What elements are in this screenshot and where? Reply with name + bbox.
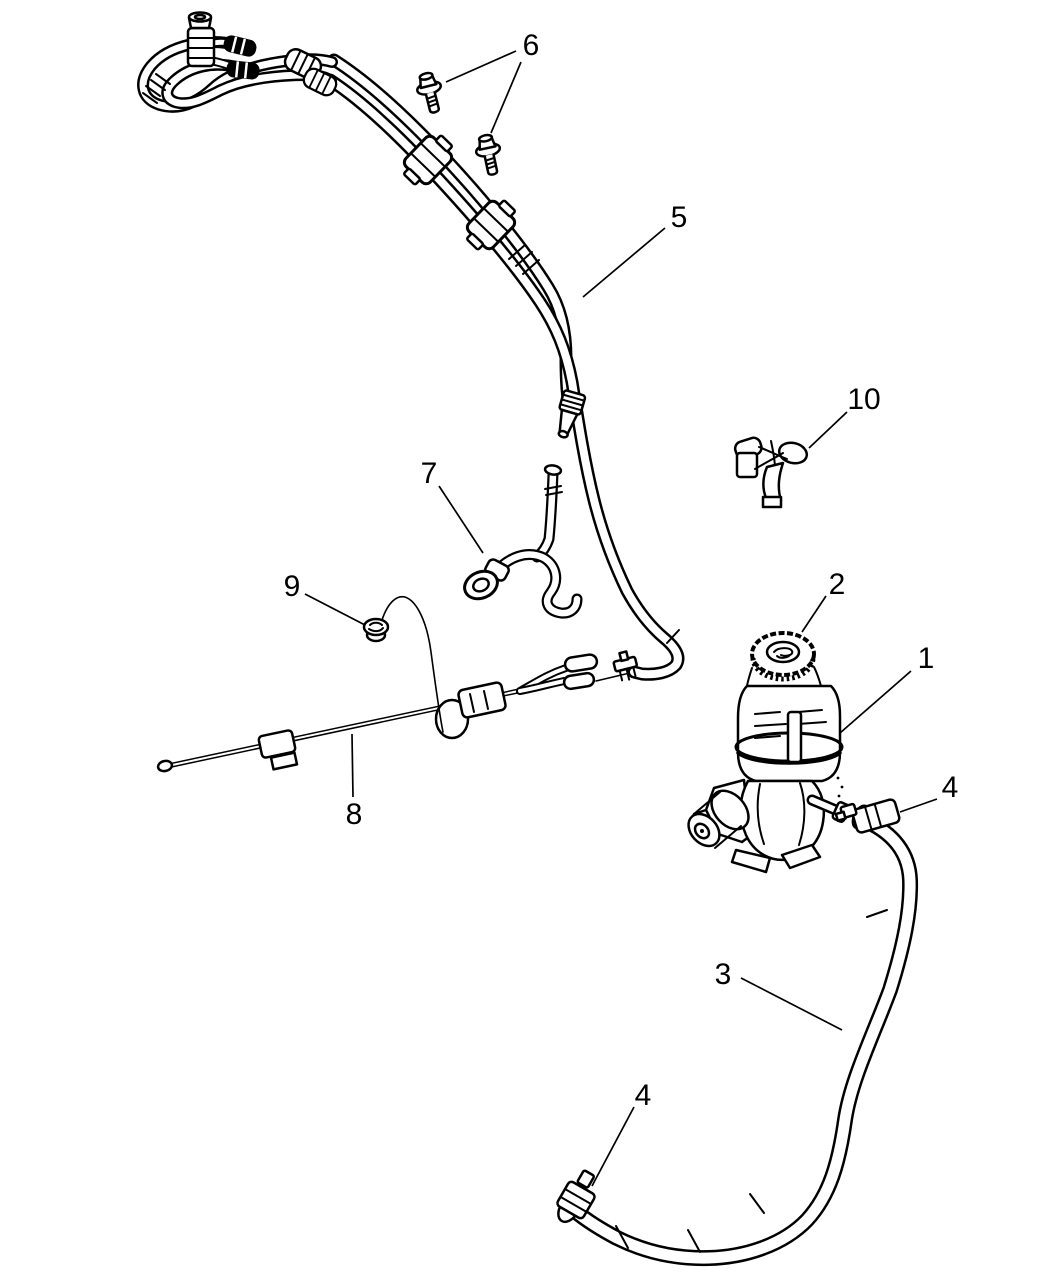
leader-line-6a (445, 50, 517, 83)
callout-labels: 1 2 3 4 4 5 6 7 8 9 10 (284, 29, 959, 1112)
reservoir-level-marks (754, 709, 827, 739)
callout-4-lower-label: 4 (635, 1079, 652, 1112)
pump-detail-dot (836, 776, 840, 780)
tube-bracket-clip (457, 681, 507, 719)
leader-line-8 (351, 733, 354, 798)
callout-9-label: 9 (284, 570, 301, 603)
elbow-band-mark (666, 629, 680, 644)
tube-end-cap (156, 759, 174, 773)
reservoir-cap-inner (765, 640, 801, 664)
tube-clamp-left-foot (269, 751, 299, 771)
reservoir-clamp-band-lower (735, 750, 843, 765)
callout-2-label: 2 (829, 568, 846, 601)
grommet-detail (368, 621, 384, 633)
supply-hose-segment-marks (615, 909, 888, 1253)
leader-line-10 (808, 411, 848, 449)
banjo-bolt-fitting (186, 11, 216, 68)
leader-line-2 (801, 595, 827, 633)
mounting-bolt-1 (412, 69, 448, 117)
clamp-band-lines (864, 802, 883, 831)
supply-hose-core (575, 820, 910, 1258)
hose-clamp-lower (556, 1169, 596, 1220)
grommet (362, 617, 390, 643)
clip-lobe-left (735, 451, 759, 479)
threaded-end-fitting (557, 389, 587, 439)
tube-bracket-loop (434, 698, 470, 740)
clip-teeth (618, 666, 637, 682)
short-hose-ring-hole (472, 577, 490, 593)
clip-foot (761, 495, 783, 509)
clip-tab (618, 650, 630, 663)
reservoir-cap-swirl (773, 647, 794, 659)
callout-1-label: 1 (918, 642, 935, 675)
pulley-shaft-lines (693, 791, 742, 849)
banjo-body-bands (187, 37, 215, 59)
short-hose-band (544, 485, 563, 496)
callout-5-label: 5 (671, 201, 688, 234)
hose-coupler-2 (299, 64, 341, 100)
tube-tip-lower (562, 671, 596, 691)
pump-foot-right (780, 843, 822, 870)
quick-connect-clip (612, 650, 638, 682)
callout-7-label: 7 (421, 457, 438, 490)
routing-wire (381, 595, 444, 733)
pulley-center-dot (700, 829, 704, 833)
pump-body-lines (756, 782, 806, 846)
hose-clamp-upper (834, 798, 901, 834)
callout-4-upper-label: 4 (942, 771, 959, 804)
clamp-screw-head (834, 810, 847, 822)
callout-3-label: 3 (715, 958, 732, 991)
leader-line-1 (839, 670, 912, 734)
leader-line-7 (438, 485, 484, 554)
hose-rib-marks (508, 244, 540, 275)
pulley-hub-rear (710, 789, 750, 831)
supply-hose-assembly (556, 798, 910, 1258)
retainer-clip (733, 436, 809, 509)
short-hose-cap (543, 464, 563, 476)
leader-line-3 (740, 977, 843, 1031)
leader-line-9 (304, 593, 366, 626)
clamp-screw-housing (576, 1169, 595, 1189)
hose-end-loop-assembly (142, 11, 341, 107)
callout-6-label: 6 (523, 29, 540, 62)
tube-bracket-detail (469, 690, 489, 713)
clamp-band (851, 798, 901, 834)
pump-detail-dot (840, 785, 844, 789)
leader-line-6b (490, 61, 522, 134)
clamp-band-lines (559, 1188, 592, 1213)
short-hose-core (493, 555, 577, 614)
cooler-tube-assembly (156, 653, 635, 773)
loop-rib-marks (142, 73, 171, 104)
supply-hose-outline (575, 820, 910, 1258)
leader-line-5 (582, 227, 666, 298)
pump-detail-dot (837, 794, 841, 798)
leader-line-4b (591, 1106, 635, 1187)
mounting-bolt-2 (471, 131, 507, 179)
callout-leaders (304, 50, 938, 1187)
return-hose-core (330, 80, 678, 674)
leader-line-4a (899, 798, 938, 813)
reservoir-clamp-tab (786, 710, 803, 764)
tube-tip-upper (563, 653, 599, 673)
pump-foot-left (730, 848, 772, 874)
banjo-bolt-top-inner (193, 13, 207, 21)
callout-10-label: 10 (847, 383, 880, 416)
reservoir-cap-knurl (750, 657, 816, 682)
callout-8-label: 8 (346, 798, 363, 831)
pump-reservoir-assembly (687, 631, 851, 874)
fitting-tip (557, 429, 569, 439)
ribbed-fitting-2 (225, 59, 261, 81)
fitting-rib-lines (559, 393, 586, 412)
pressure-return-hose-assembly (330, 60, 679, 682)
short-hose (463, 464, 577, 614)
reservoir-neck (746, 666, 822, 687)
grommet-top (362, 617, 390, 637)
ribbed-fitting-1 (221, 33, 259, 59)
